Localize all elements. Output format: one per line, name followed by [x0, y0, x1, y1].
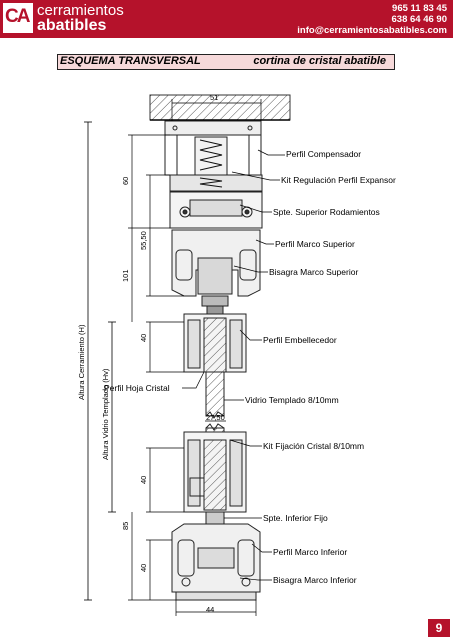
perfil-marco-superior-shape: [171, 229, 261, 297]
label-perfil-hoja-cristal: Perfil Hoja Cristal: [104, 383, 170, 393]
section-subtitle: cortina de cristal abatible: [253, 55, 386, 67]
spte-superior-shape: [169, 191, 263, 229]
brand-name-line2: abatibles: [37, 17, 107, 34]
label-perfil-marco-inferior: Perfil Marco Inferior: [273, 547, 347, 557]
logo: CA: [3, 3, 33, 33]
dim-top-width: 51: [210, 93, 218, 102]
perfil-hoja-inferior-shape: [183, 431, 247, 513]
label-perfil-embellecedor: Perfil Embellecedor: [263, 335, 337, 345]
dim-40-mid: 40: [139, 476, 148, 484]
perfil-hoja-superior-shape: [183, 313, 247, 373]
label-perfil-marco-superior: Perfil Marco Superior: [275, 239, 355, 249]
phone-2: 638 64 46 90: [391, 14, 447, 25]
dim-altura-vidrio: Altura Vidrio Templado (Hv): [101, 368, 110, 460]
label-bisagra-marco-inferior: Bisagra Marco Inferior: [273, 575, 357, 585]
overall-dimension-lines: [84, 121, 116, 601]
contact-info: 965 11 83 45 638 64 46 90 info@cerramien…: [297, 3, 447, 36]
spte-inferior-shape: [205, 511, 225, 525]
phone-1: 965 11 83 45: [392, 3, 447, 14]
label-spte-inferior: Spte. Inferior Fijo: [263, 513, 328, 523]
bisagra-superior-shape: [201, 295, 229, 315]
dim-101: 101: [121, 269, 130, 282]
dim-bottom-width: 44: [206, 605, 214, 614]
section-title: ESQUEMA TRANSVERSAL: [60, 55, 201, 67]
vidrio-superior-shape: [205, 371, 225, 419]
section-dimension-lines: [128, 99, 262, 616]
dim-55-50: 55,50: [139, 231, 148, 250]
label-bisagra-marco-superior: Bisagra Marco Superior: [269, 267, 358, 277]
dim-60: 60: [121, 177, 130, 185]
ceiling-block: [149, 94, 291, 121]
dim-40-bottom: 40: [139, 564, 148, 572]
label-vidrio-templado: Vidrio Templado 8/10mm: [245, 395, 339, 405]
section-title-bar: ESQUEMA TRANSVERSAL cortina de cristal a…: [57, 54, 395, 70]
callout-leaders: [182, 149, 285, 581]
dim-40-top: 40: [139, 334, 148, 342]
label-kit-regulacion: Kit Regulación Perfil Expansor: [281, 175, 396, 185]
email-link[interactable]: info@cerramientosabatibles.com: [297, 25, 447, 36]
label-spte-superior: Spte. Superior Rodamientos: [273, 207, 380, 217]
label-perfil-compensador: Perfil Compensador: [286, 149, 361, 159]
logo-mark: CA: [5, 6, 30, 27]
label-kit-fijacion: Kit Fijación Cristal 8/10mm: [263, 441, 364, 451]
dim-85: 85: [121, 522, 130, 530]
header-bar: CA cerramientos abatibles 965 11 83 45 6…: [0, 0, 453, 38]
page-number: 9: [428, 619, 450, 637]
perfil-marco-inferior-shape: [171, 523, 261, 601]
dim-glass-width: 27,50: [206, 413, 225, 422]
perfil-compensador-shape: [164, 120, 262, 176]
kit-regulacion-shape: [169, 136, 263, 192]
brand-name-line1: cerramientos: [37, 2, 124, 19]
dim-altura-cerramiento: Altura Cerramiento (H): [77, 324, 86, 400]
